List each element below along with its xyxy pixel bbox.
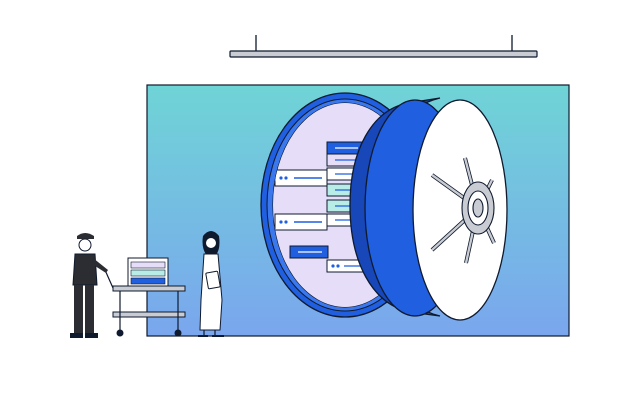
laptop-icon [127, 257, 169, 287]
ceiling-light-bar-icon [229, 35, 538, 58]
woman-person-icon [198, 231, 224, 337]
vault-wheel-icon [430, 157, 496, 264]
guard-person-icon [70, 233, 108, 338]
vault-door-icon [349, 97, 508, 321]
